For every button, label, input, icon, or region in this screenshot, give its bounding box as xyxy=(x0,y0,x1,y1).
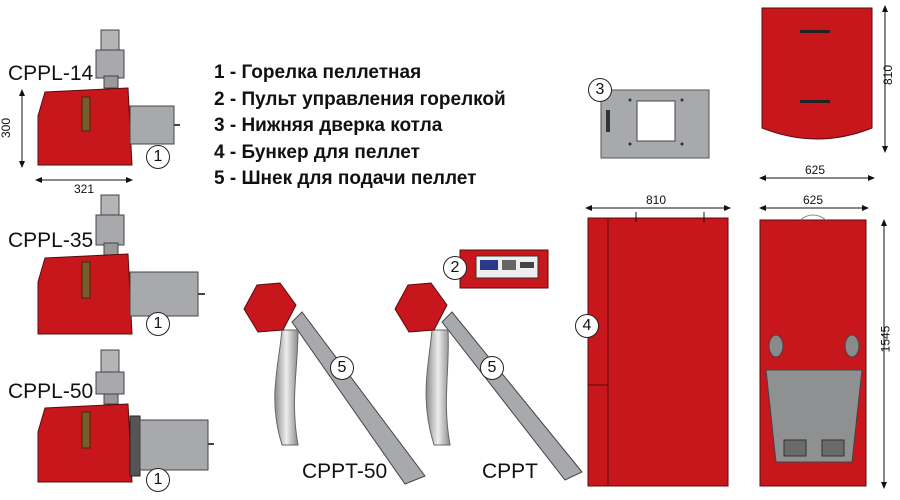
legend-item-control-panel: 2 - Пульт управления горелкой xyxy=(214,88,506,110)
top-view-width-dimension: 625 xyxy=(805,163,826,177)
burner-width-dimension: 321 xyxy=(74,182,95,196)
burner-cppl35-drawing xyxy=(37,194,205,335)
marker-burner-2: 1 xyxy=(146,312,170,336)
marker-control-panel: 2 xyxy=(443,256,467,280)
marker-auger-2: 5 xyxy=(480,356,504,380)
auger-label-cppt50: CPPT-50 xyxy=(302,460,388,483)
marker-door: 3 xyxy=(588,78,612,102)
legend-item-burner: 1 - Горелка пеллетная xyxy=(214,62,422,83)
marker-auger-1: 5 xyxy=(330,356,354,380)
model-label-cppl35: CPPL-35 xyxy=(8,229,94,252)
model-label-cppl14: CPPL-14 xyxy=(8,62,94,85)
hopper-front-drawing xyxy=(759,214,867,487)
marker-hopper: 4 xyxy=(575,314,599,338)
hopper-side-drawing xyxy=(587,212,729,487)
boiler-door-drawing xyxy=(600,89,710,159)
marker-burner-1: 1 xyxy=(146,145,170,169)
marker-burner-3: 1 xyxy=(146,468,170,492)
legend: 1 - Горелка пеллетная 2 - Пульт управлен… xyxy=(214,60,506,193)
legend-item-hopper: 4 - Бункер для пеллет xyxy=(214,141,420,163)
burner-height-dimension: 300 xyxy=(0,117,14,139)
auger-cppt-drawing xyxy=(394,282,583,481)
model-label-cppl50: CPPL-50 xyxy=(8,380,94,403)
front-view-height-dimension: 1545 xyxy=(878,325,893,353)
auger-cppt50-drawing xyxy=(243,282,426,485)
burner-cppl14-drawing xyxy=(37,29,180,166)
legend-item-auger: 5 - Шнек для подачи пеллет xyxy=(214,168,477,189)
top-view-height-dimension: 810 xyxy=(881,64,896,86)
auger-label-cppt: CPPT xyxy=(482,460,539,483)
hopper-top-drawing xyxy=(761,7,873,140)
side-view-width-dimension: 810 xyxy=(646,193,667,207)
burner-cppl50-drawing xyxy=(37,349,214,483)
front-view-width-dimension: 625 xyxy=(803,193,824,207)
legend-item-boiler-door: 3 - Нижняя дверка котла xyxy=(214,115,443,136)
control-panel-drawing xyxy=(459,249,549,289)
